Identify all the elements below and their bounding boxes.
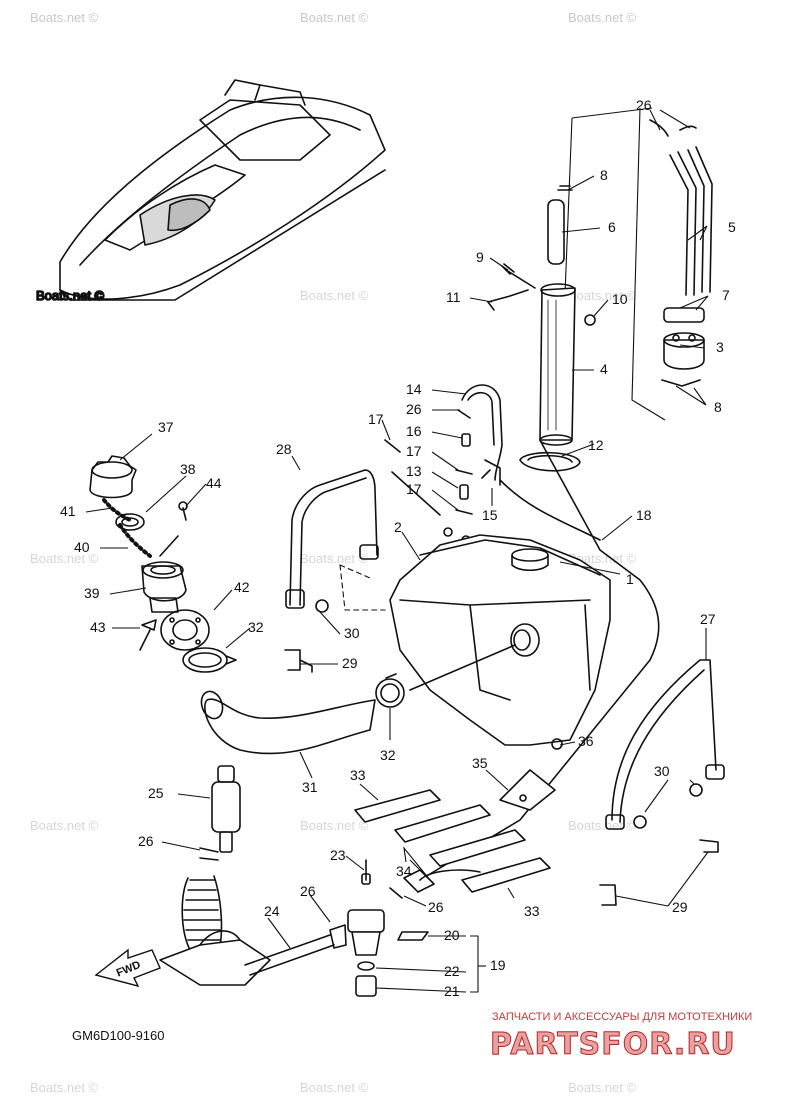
watermark: Boats.net © [300,551,369,566]
jet-ski-overview: Boats.net © [35,79,386,304]
callout-19: 19 [490,957,506,973]
watermark: Boats.net © [300,10,369,25]
watermark: Boats.net © [568,818,637,833]
callout-39: 39 [84,585,100,601]
callout-7: 7 [722,287,730,303]
callout-16: 16 [406,423,422,439]
callout-21: 21 [444,983,460,999]
callout-37: 37 [158,419,174,435]
callout-13: 13 [406,463,422,479]
banner-tagline: ЗАПЧАСТИ И АКСЕССУАРЫ ДЛЯ МОТОТЕХНИКИ [492,1011,752,1023]
callout-8b: 8 [714,399,722,415]
callout-11: 11 [446,289,461,305]
callout-6: 6 [608,219,616,235]
watermark: Boats.net © [30,1080,99,1095]
diagram-code: GM6D100-9160 [72,1028,165,1043]
callout-34: 34 [396,863,412,879]
callout-22: 22 [444,963,460,979]
callout-26b: 26 [406,401,422,417]
callout-32a: 32 [248,619,264,635]
callout-20: 20 [444,927,460,943]
callout-2: 2 [394,519,402,535]
filler-hose-assembly [182,644,516,755]
tank-strap-left [284,469,379,673]
leader-lines [85,109,709,993]
callout-18: 18 [636,507,652,523]
callout-42: 42 [234,579,250,595]
callout-17c: 17 [406,481,422,497]
callout-38: 38 [180,461,196,477]
watermark: Boats.net © [36,288,105,303]
callout-4: 4 [600,361,608,377]
callout-27: 27 [700,611,716,627]
watermark: Boats.net © [300,818,369,833]
callout-30b: 30 [654,763,670,779]
watermark: Boats.net © [300,288,369,303]
watermark: Boats.net © [30,551,99,566]
callout-26c: 26 [138,833,154,849]
callout-29a: 29 [342,655,358,671]
callout-12: 12 [588,437,604,453]
callout-23: 23 [330,847,346,863]
forward-arrow-icon: FWD [94,948,161,988]
callout-33a: 33 [350,767,366,783]
callout-labels: 1 18 2 3 4 5 6 7 8 8 9 10 11 12 13 14 15… [60,97,736,999]
callout-41: 41 [60,503,76,519]
watermark: Boats.net © [30,10,99,25]
callout-31: 31 [302,779,318,795]
tank-pads [354,738,563,893]
callout-25: 25 [148,785,164,801]
watermark: Boats.net © [568,1080,637,1095]
watermark: Boats.net © [568,288,637,303]
callout-17b: 17 [406,443,422,459]
callout-29b: 29 [672,899,688,915]
callout-9: 9 [476,249,484,265]
callout-1: 1 [626,571,634,587]
callout-30a: 30 [344,625,360,641]
callout-26e: 26 [428,899,444,915]
callout-26a: 26 [636,97,652,113]
callout-26d: 26 [300,883,316,899]
callout-40: 40 [74,539,90,555]
callout-5: 5 [728,219,736,235]
callout-36: 36 [578,733,594,749]
banner: ЗАПЧАСТИ И АКСЕССУАРЫ ДЛЯ МОТОТЕХНИКИ PA… [490,1011,753,1063]
callout-3: 3 [716,339,724,355]
filler-cap-assembly [89,455,210,651]
breather-line [403,439,660,893]
filler-neck-assembly [487,199,596,472]
callout-24: 24 [264,903,280,919]
fuel-tank [339,534,611,746]
callout-33b: 33 [524,903,540,919]
watermark: Boats.net © [568,551,637,566]
watermark: Boats.net © [30,818,99,833]
fuel-filter-assembly [159,765,347,986]
watermark: Boats.net © [568,10,637,25]
breather-hose-assembly [557,119,713,387]
callout-43: 43 [90,619,106,635]
callout-10: 10 [612,291,628,307]
watermark: Boats.net © [300,1080,369,1095]
callout-14: 14 [406,381,422,397]
callout-32b: 32 [380,747,396,763]
callout-17a: 17 [368,411,384,427]
banner-logo: PARTSFOR.RU [490,1027,736,1062]
fuel-cock-assembly [347,859,429,997]
callout-28: 28 [276,441,292,457]
callout-44: 44 [206,475,222,491]
callout-8: 8 [600,167,608,183]
tank-strap-right [599,659,725,906]
assembly-outline [559,107,666,421]
callout-35: 35 [472,755,488,771]
callout-15: 15 [482,507,498,523]
